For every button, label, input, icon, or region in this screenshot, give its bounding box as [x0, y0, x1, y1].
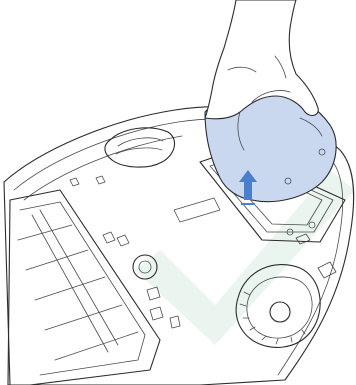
left-wheel: [105, 128, 175, 167]
brush-grille: [8, 190, 160, 385]
